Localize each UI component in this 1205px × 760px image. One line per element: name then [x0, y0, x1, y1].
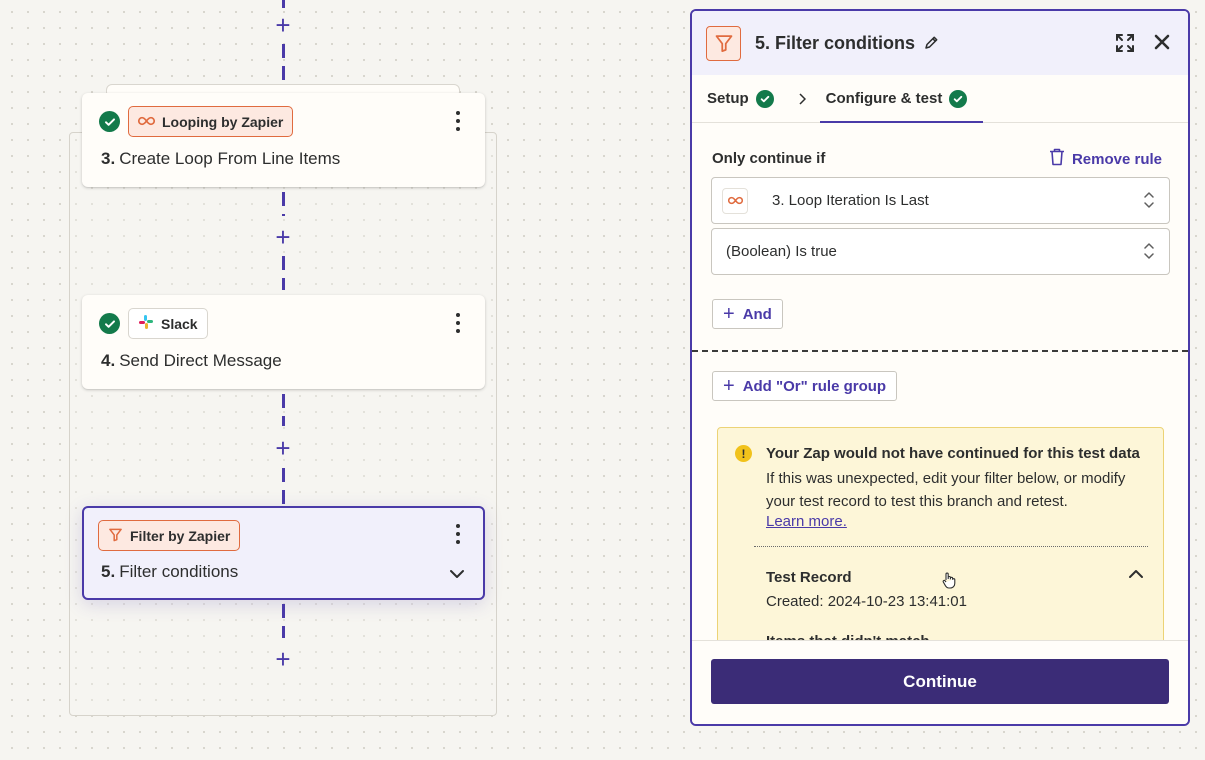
step-card-filter[interactable]: Filter by Zapier 5.Filter conditions: [82, 506, 485, 600]
connector-line: [282, 468, 285, 504]
learn-more-link[interactable]: Learn more.: [766, 513, 847, 530]
panel-title: 5. Filter conditions: [755, 32, 916, 53]
add-or-group-button[interactable]: + Add "Or" rule group: [712, 371, 898, 401]
connector-line: [282, 394, 285, 426]
condition-operator-select[interactable]: (Boolean) Is true: [711, 228, 1170, 275]
more-options-icon[interactable]: [449, 311, 467, 335]
complete-check-icon: [99, 111, 120, 132]
step-title-text: Create Loop From Line Items: [119, 149, 341, 168]
expand-icon[interactable]: [1114, 32, 1136, 54]
step-title: 5.Filter conditions: [101, 562, 238, 582]
panel-body: Only continue if Remove rule 3. Loop Ite…: [692, 123, 1188, 642]
pencil-icon[interactable]: [923, 35, 939, 51]
and-label: And: [742, 305, 772, 323]
condition-label: Only continue if: [712, 150, 826, 167]
add-and-condition-button[interactable]: + And: [712, 299, 783, 329]
step-number: 5.: [101, 562, 116, 581]
step-title-text: Filter conditions: [119, 562, 239, 581]
connector-line: [282, 0, 285, 8]
plus-icon: +: [723, 375, 735, 397]
panel-header: 5. Filter conditions: [692, 11, 1188, 75]
app-chip-label: Slack: [161, 315, 198, 332]
looping-icon: [138, 114, 155, 130]
complete-check-icon: [755, 89, 774, 108]
filter-app-icon: [706, 25, 741, 61]
test-record-title: Test Record: [766, 569, 852, 586]
add-step-button[interactable]: +: [272, 224, 294, 250]
app-chip-label: Looping by Zapier: [162, 113, 284, 130]
condition-field-value: 3. Loop Iteration Is Last: [772, 192, 929, 209]
test-record-created: Created: 2024-10-23 13:41:01: [766, 593, 967, 610]
tab-label: Configure & test: [825, 90, 943, 107]
slack-icon: [138, 314, 154, 333]
close-icon[interactable]: [1152, 32, 1172, 54]
warning-text: If this was unexpected, edit your filter…: [766, 470, 1126, 510]
chevron-up-icon[interactable]: [1128, 569, 1144, 579]
filter-icon: [108, 527, 123, 545]
remove-rule-button[interactable]: Remove rule: [1049, 148, 1162, 170]
app-chip-slack: Slack: [128, 308, 208, 339]
condition-field-select[interactable]: 3. Loop Iteration Is Last: [711, 177, 1170, 224]
chevron-right-icon: [780, 75, 820, 122]
app-chip-looping: Looping by Zapier: [128, 106, 294, 137]
step-title: 4.Send Direct Message: [101, 351, 282, 371]
hand-cursor-icon: [942, 572, 956, 594]
step-config-panel: 5. Filter conditions Setup Configure & t…: [690, 9, 1190, 726]
divider: [754, 546, 1148, 547]
connector-line: [282, 44, 285, 80]
step-number: 4.: [101, 351, 116, 370]
connector-line: [282, 256, 285, 290]
app-chip-label: Filter by Zapier: [130, 527, 231, 544]
tab-setup[interactable]: Setup: [707, 75, 780, 122]
condition-operator-value: (Boolean) Is true: [726, 243, 837, 260]
app-chip-filter: Filter by Zapier: [98, 520, 241, 551]
panel-tabs: Setup Configure & test: [692, 75, 1188, 123]
select-arrows-icon: [1143, 242, 1155, 264]
more-options-icon[interactable]: [449, 109, 467, 133]
continue-button[interactable]: Continue: [711, 659, 1169, 704]
connector-line: [282, 604, 285, 638]
step-card-looping[interactable]: Looping by Zapier 3.Create Loop From Lin…: [82, 93, 485, 187]
or-group-divider: [692, 350, 1188, 352]
complete-check-icon: [949, 89, 968, 108]
panel-footer: Continue: [692, 640, 1188, 724]
tab-configure-test[interactable]: Configure & test: [819, 75, 984, 123]
step-title: 3.Create Loop From Line Items: [101, 149, 340, 169]
connector-line: [282, 192, 285, 216]
step-card-slack[interactable]: Slack 4.Send Direct Message: [82, 295, 485, 389]
plus-icon: +: [723, 303, 735, 325]
looping-icon: [722, 187, 748, 214]
warning-title: Your Zap would not have continued for th…: [766, 445, 1140, 462]
unmatched-items-label: Items that didn't match: [766, 633, 930, 642]
tab-label: Setup: [707, 90, 749, 107]
trash-icon: [1049, 148, 1065, 170]
add-step-button[interactable]: +: [272, 646, 294, 672]
select-arrows-icon: [1143, 191, 1155, 213]
chevron-down-icon[interactable]: [449, 566, 465, 584]
complete-check-icon: [99, 313, 120, 334]
remove-rule-label: Remove rule: [1071, 150, 1162, 168]
or-group-label: Add "Or" rule group: [742, 377, 887, 395]
step-number: 3.: [101, 149, 116, 168]
warning-icon: !: [735, 445, 752, 462]
test-result-warning: ! Your Zap would not have continued for …: [717, 427, 1164, 642]
more-options-icon[interactable]: [449, 522, 467, 546]
add-step-button[interactable]: +: [272, 12, 294, 38]
add-step-button[interactable]: +: [272, 435, 294, 461]
step-title-text: Send Direct Message: [119, 351, 282, 370]
